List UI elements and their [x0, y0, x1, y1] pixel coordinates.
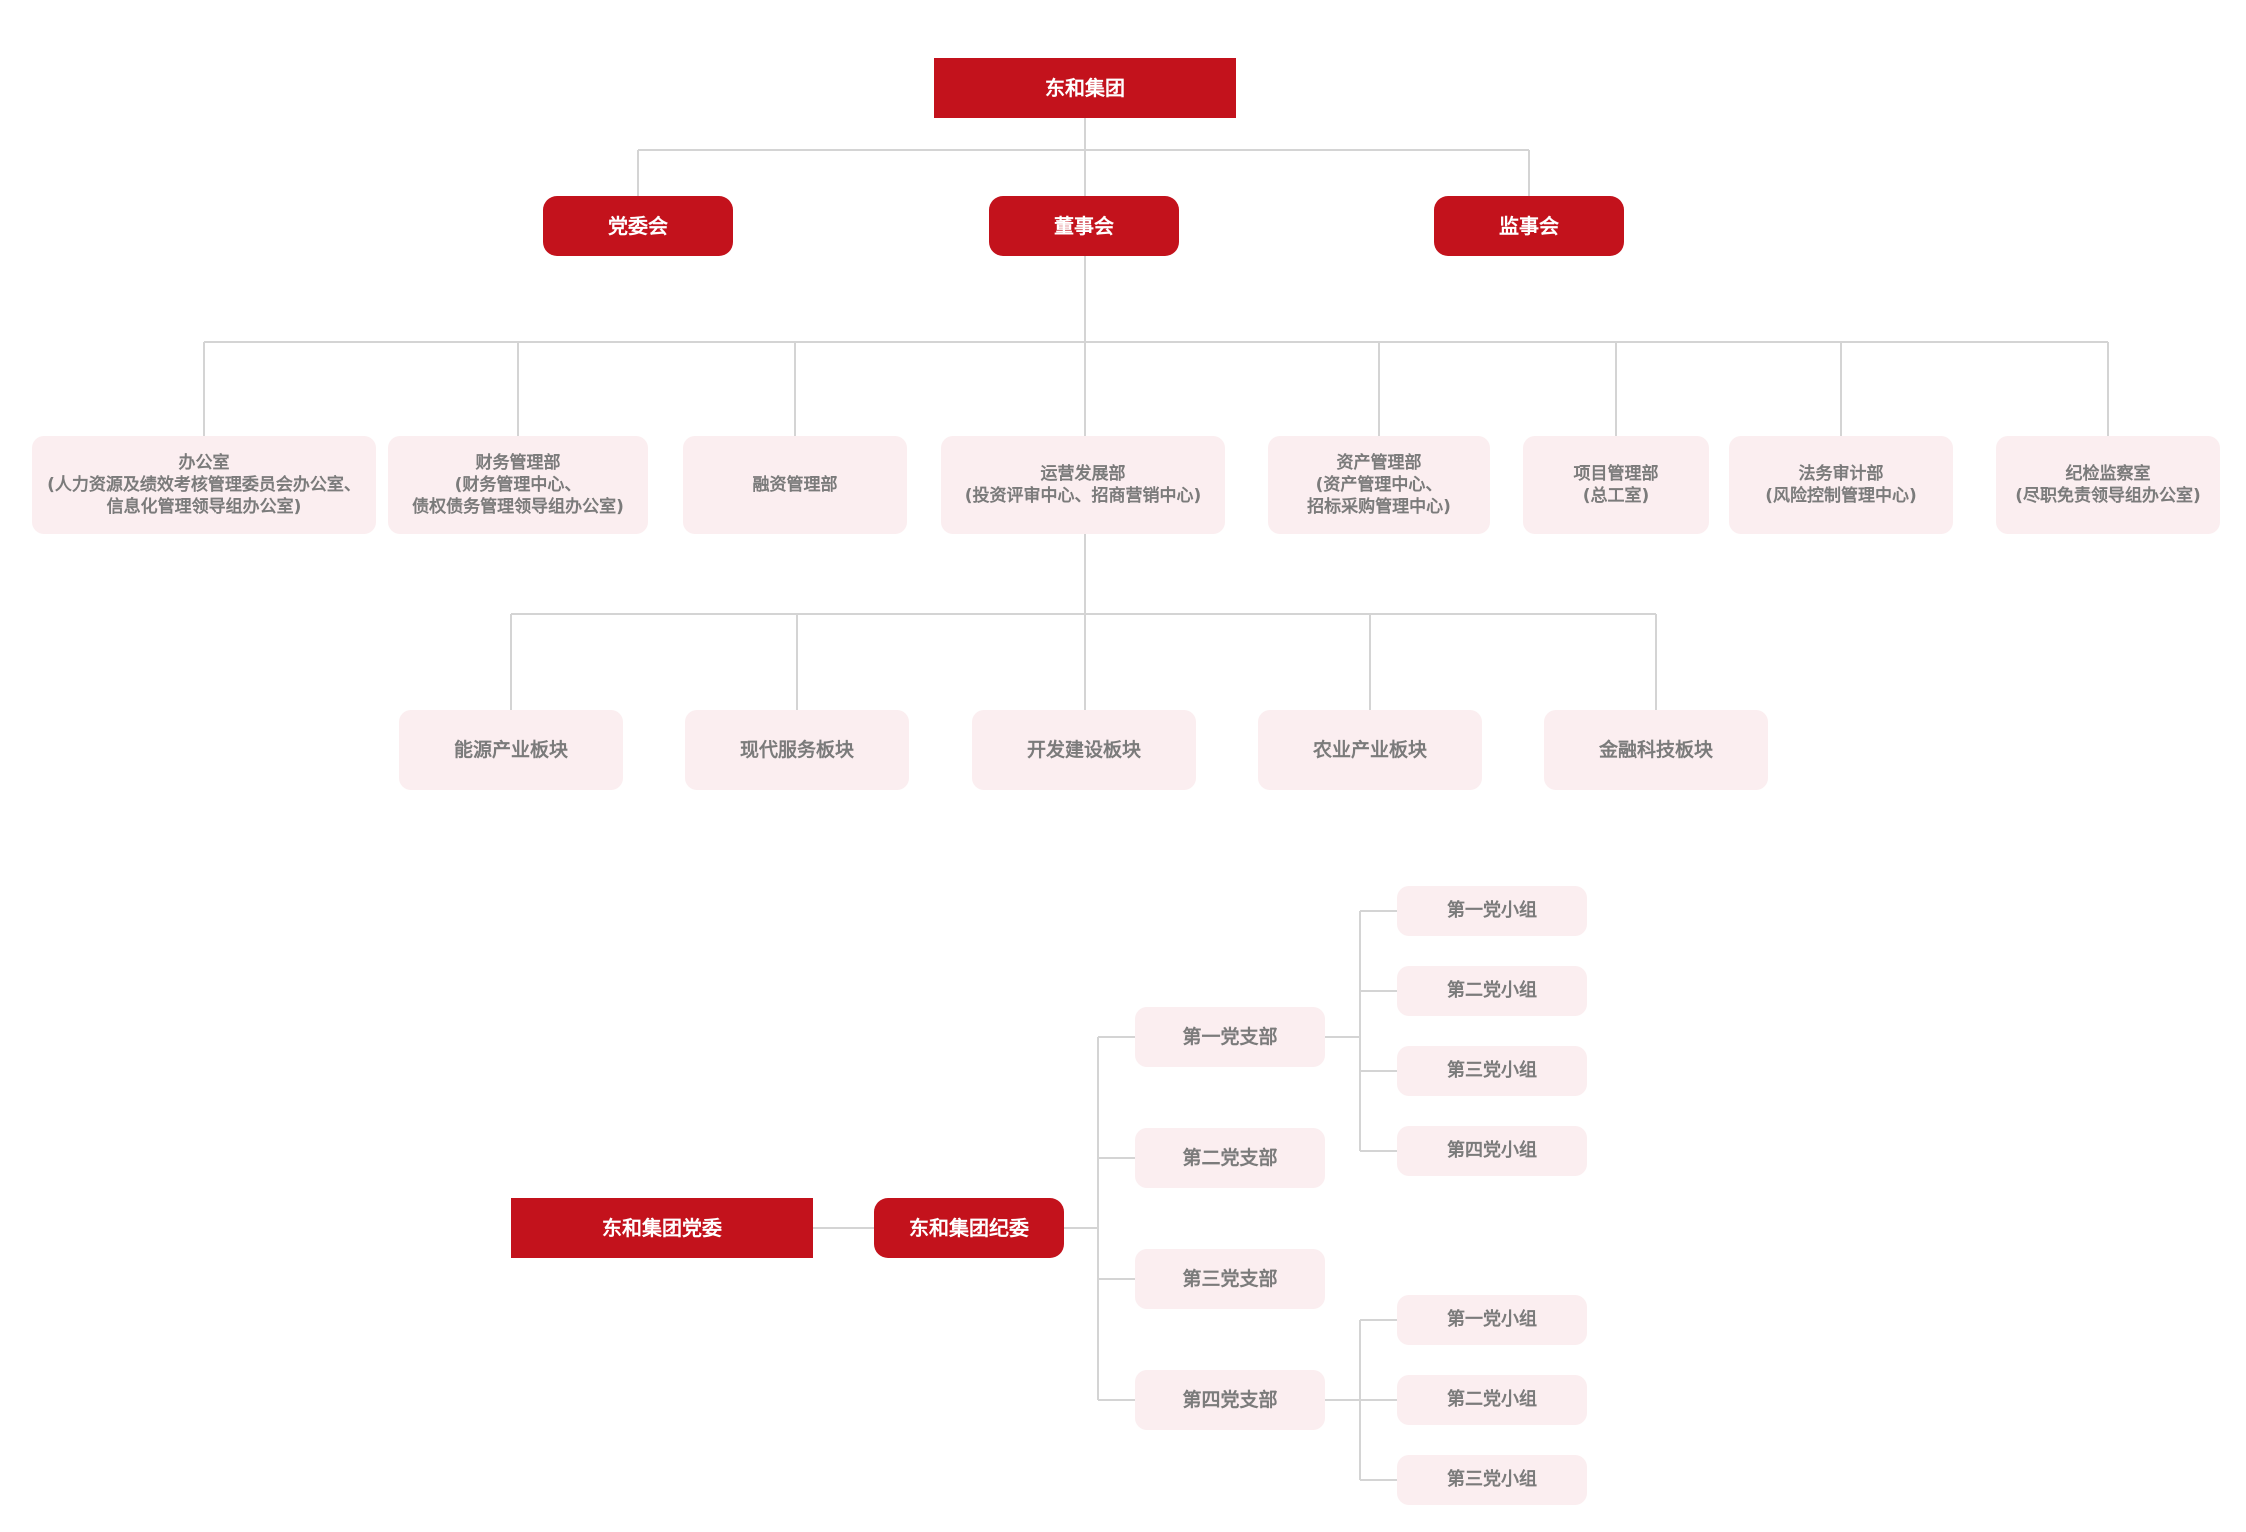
node-dept-assets: 资产管理部(资产管理中心、招标采购管理中心)	[1268, 436, 1490, 534]
dept-sub: (风险控制管理中心)	[1765, 486, 1917, 506]
node-root: 东和集团	[934, 58, 1236, 118]
dept-sub: 债权债务管理领导组办公室)	[412, 497, 624, 518]
node-branch1-group-1: 第一党小组	[1397, 886, 1587, 936]
node-label: 董事会	[1054, 214, 1114, 238]
node-branch1-group-2: 第二党小组	[1397, 966, 1587, 1016]
node-label: 东和集团党委	[602, 1216, 722, 1240]
node-root-label: 东和集团	[1045, 76, 1125, 100]
node-branch4-group-3: 第三党小组	[1397, 1455, 1587, 1505]
dept-sub: (投资评审中心、招商营销中心)	[964, 486, 1202, 506]
dept-sub: (资产管理中心、	[1315, 474, 1443, 495]
node-label: 农业产业板块	[1312, 738, 1427, 761]
dept-title: 项目管理部	[1573, 463, 1659, 484]
dept-sub: (总工室)	[1582, 486, 1650, 506]
dept-sub: 招标采购管理中心)	[1307, 497, 1451, 518]
node-label: 第二党支部	[1182, 1146, 1278, 1169]
node-segment-services: 现代服务板块	[685, 710, 909, 790]
node-label: 第四党小组	[1447, 1140, 1537, 1162]
node-label: 第三党小组	[1447, 1469, 1537, 1491]
node-label: 第一党小组	[1447, 900, 1537, 922]
node-label: 第三党小组	[1447, 1060, 1537, 1082]
node-dept-legal-audit: 法务审计部(风险控制管理中心)	[1729, 436, 1953, 534]
node-dept-operations: 运营发展部(投资评审中心、招商营销中心)	[941, 436, 1225, 534]
node-label: 开发建设板块	[1026, 738, 1141, 761]
node-label: 东和集团纪委	[909, 1216, 1029, 1240]
node-party-committee: 东和集团党委	[511, 1198, 813, 1258]
dept-title: 办公室	[178, 452, 230, 473]
node-segment-energy: 能源产业板块	[399, 710, 623, 790]
node-branch-3: 第三党支部	[1135, 1249, 1325, 1309]
node-label: 第二党小组	[1447, 1389, 1537, 1411]
dept-title: 法务审计部	[1798, 463, 1884, 484]
node-label: 第二党小组	[1447, 980, 1537, 1002]
node-label: 党委会	[608, 214, 668, 238]
node-dept-discipline: 纪检监察室(尽职免责领导组办公室)	[1996, 436, 2220, 534]
node-label: 第一党小组	[1447, 1309, 1537, 1331]
node-dept-office: 办公室(人力资源及绩效考核管理委员会办公室、信息化管理领导组办公室)	[32, 436, 376, 534]
dept-title: 资产管理部	[1336, 452, 1422, 473]
dept-sub: (尽职免责领导组办公室)	[2015, 486, 2201, 506]
node-branch1-group-3: 第三党小组	[1397, 1046, 1587, 1096]
node-label: 第三党支部	[1182, 1267, 1278, 1290]
node-branch-2: 第二党支部	[1135, 1128, 1325, 1188]
dept-sub: 信息化管理领导组办公室)	[106, 497, 302, 518]
dept-sub: (财务管理中心、	[454, 474, 582, 495]
node-segment-agriculture: 农业产业板块	[1258, 710, 1482, 790]
node-label: 现代服务板块	[739, 738, 854, 761]
node-party-committee-meeting: 党委会	[543, 196, 733, 256]
node-dept-financing: 融资管理部	[683, 436, 907, 534]
node-branch-4: 第四党支部	[1135, 1370, 1325, 1430]
node-dept-finance: 财务管理部(财务管理中心、债权债务管理领导组办公室)	[388, 436, 648, 534]
node-label: 能源产业板块	[453, 738, 568, 761]
node-branch1-group-4: 第四党小组	[1397, 1126, 1587, 1176]
dept-sub: (人力资源及绩效考核管理委员会办公室、	[47, 474, 361, 495]
dept-title: 运营发展部	[1040, 463, 1126, 484]
dept-title: 财务管理部	[475, 452, 561, 473]
node-branch4-group-2: 第二党小组	[1397, 1375, 1587, 1425]
node-board-of-directors: 董事会	[989, 196, 1179, 256]
node-dept-projects: 项目管理部(总工室)	[1523, 436, 1709, 534]
node-label: 监事会	[1499, 214, 1559, 238]
node-branch-1: 第一党支部	[1135, 1007, 1325, 1067]
node-label: 第四党支部	[1182, 1388, 1278, 1411]
node-segment-construction: 开发建设板块	[972, 710, 1196, 790]
dept-title: 融资管理部	[752, 474, 838, 495]
node-discipline-committee: 东和集团纪委	[874, 1198, 1064, 1258]
node-label: 金融科技板块	[1598, 738, 1713, 761]
node-branch4-group-1: 第一党小组	[1397, 1295, 1587, 1345]
dept-title: 纪检监察室	[2065, 463, 2151, 484]
node-board-of-supervisors: 监事会	[1434, 196, 1624, 256]
node-label: 第一党支部	[1182, 1025, 1278, 1048]
node-segment-fintech: 金融科技板块	[1544, 710, 1768, 790]
